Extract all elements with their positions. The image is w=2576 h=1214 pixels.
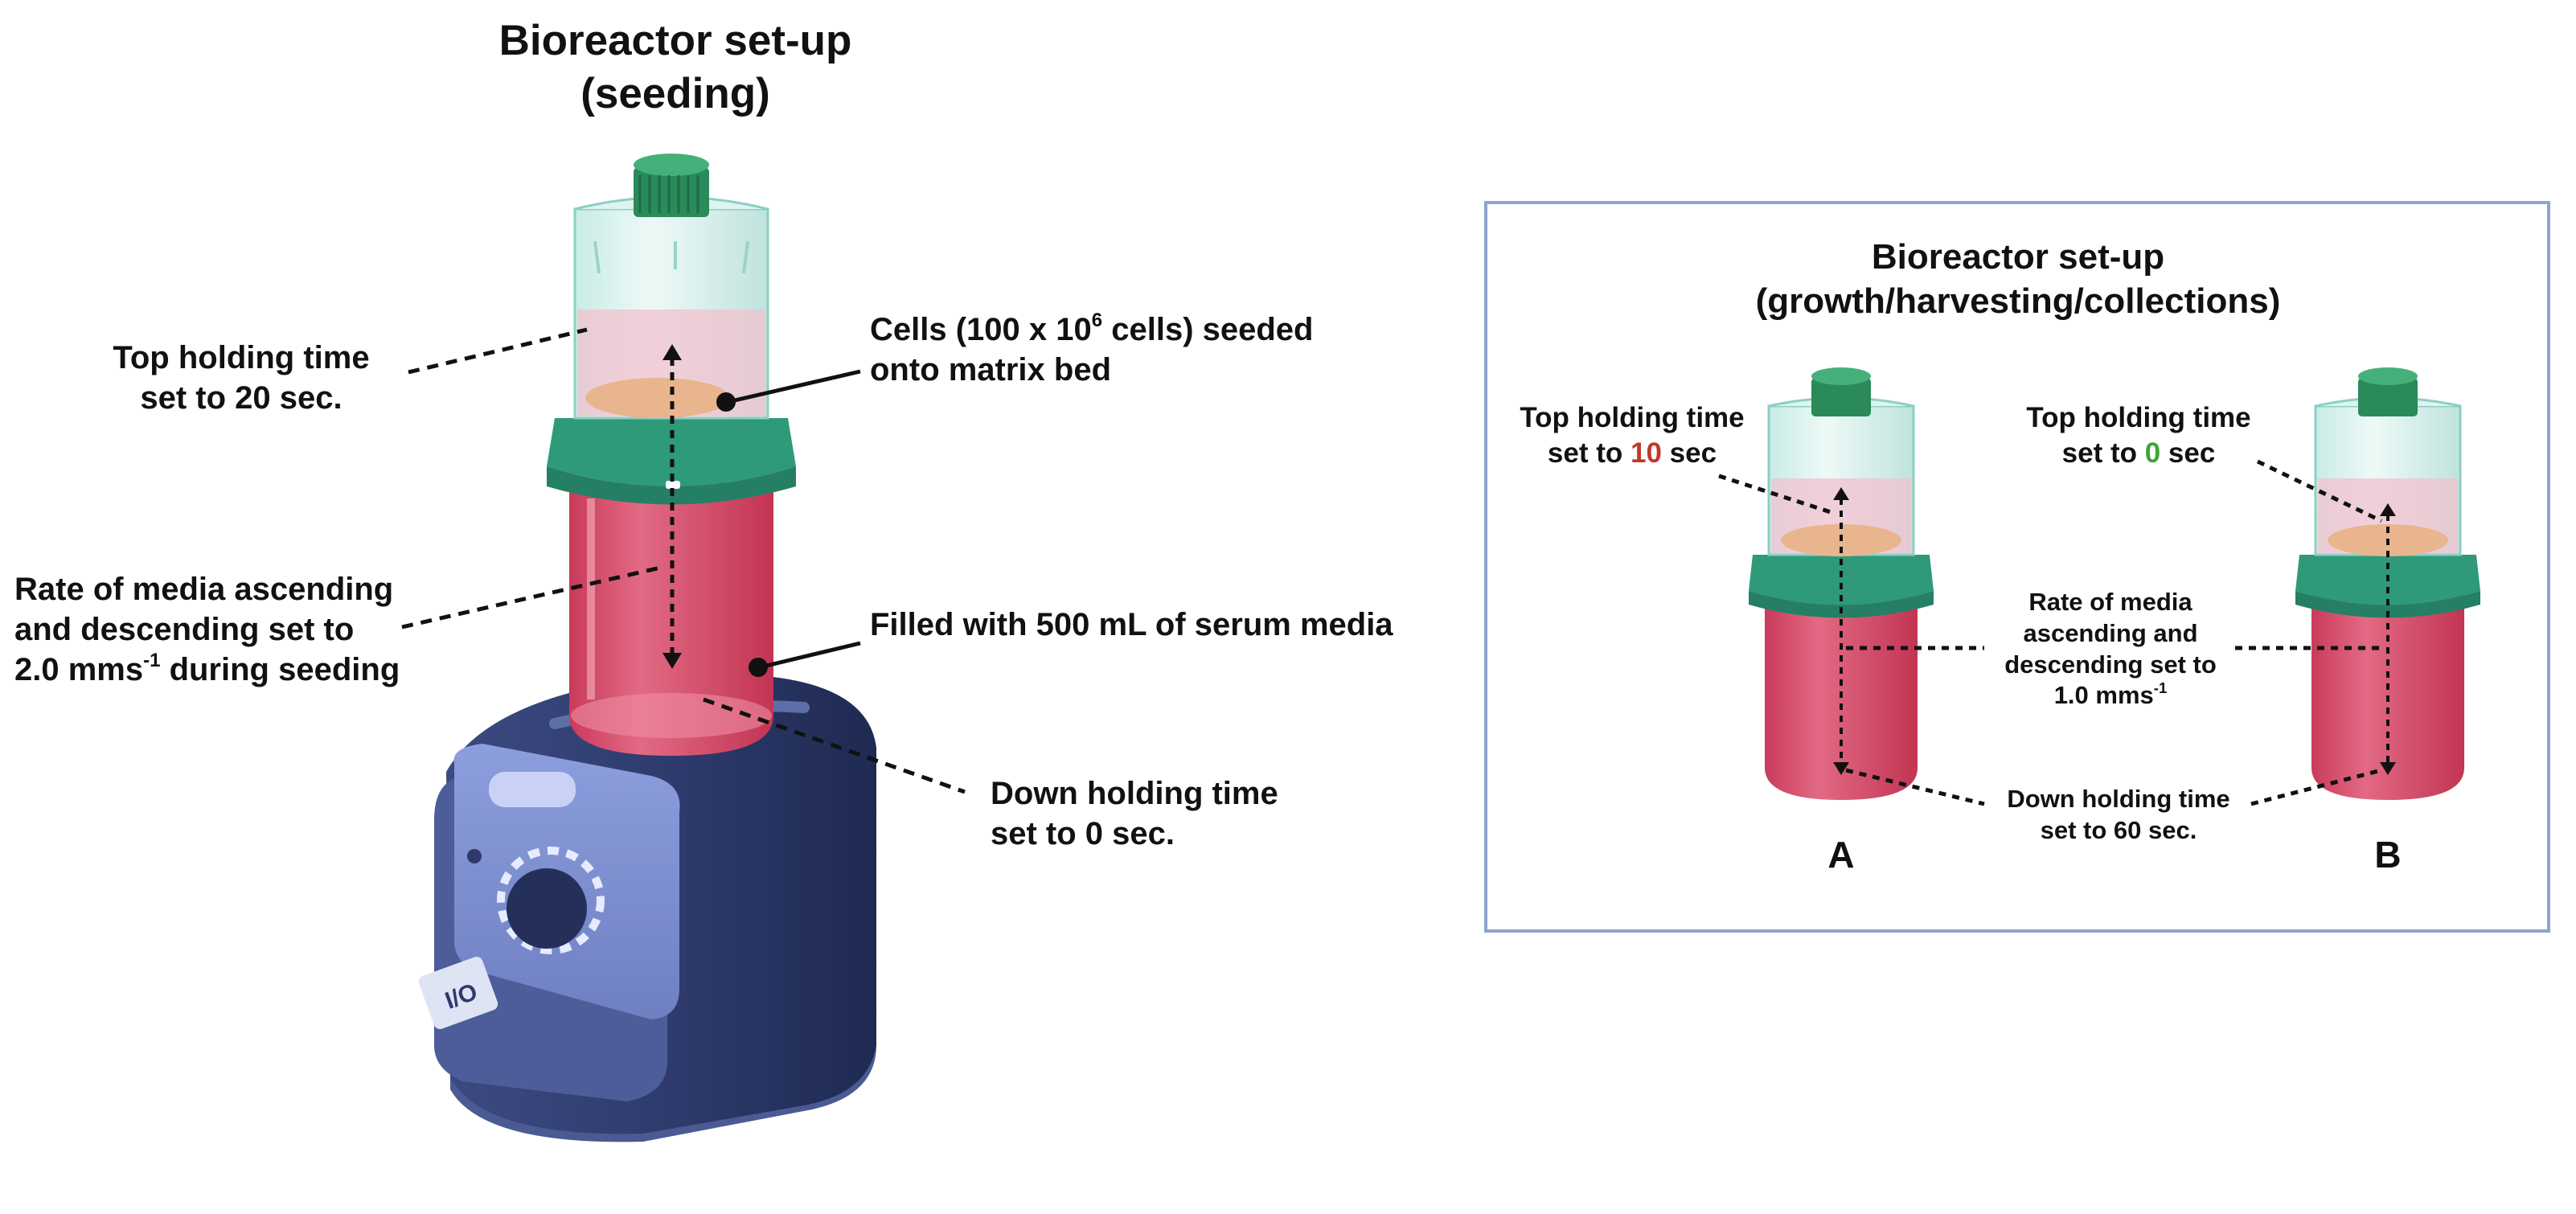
bioreactor-a-illustration [1749,367,1934,800]
b-top-line2: set to 0 sec [2002,436,2275,471]
cells-seeded-label: Cells (100 x 106 cells) seeded onto matr… [870,310,1313,390]
right-rate-line1: Rate of media [2028,588,2192,616]
b-top-line1: Top holding time [2026,402,2251,433]
right-panel-frame [1484,201,2550,933]
down-holding-line2: set to 0 sec. [991,816,1175,851]
right-down-line1: Down holding time [2007,785,2230,813]
cells-suffix: cells) seeded [1102,312,1314,347]
upper-vessel [573,195,769,420]
right-rate-exponent: -1 [2153,679,2168,697]
top-holding-line2: set to 20 sec. [140,380,343,416]
top-holding-line1: Top holding time [113,340,370,375]
right-rate-line3: descending set to [2004,650,2217,679]
matrix-bed [585,378,730,418]
rate-unit-exponent: -1 [143,650,161,672]
speed-dial[interactable] [507,868,587,949]
right-rate-line2: ascending and [2023,618,2198,647]
growth-title: Bioreactor set-up (growth/harvesting/col… [1648,235,2388,323]
cells-count: Cells (100 x 10 [870,312,1092,347]
label-b: B [2374,834,2402,876]
growth-title-line1: Bioreactor set-up [1871,237,2165,277]
right-down-holding-label: Down holding time set to 60 sec. [1986,784,2251,847]
seeding-title-line2: (seeding) [580,70,770,118]
left-leader-lines [401,327,966,794]
right-down-line2: set to 60 sec. [2040,815,2197,844]
indicator-light [467,849,482,863]
right-rate-value: 1.0 mms [2053,681,2154,710]
label-a: A [1827,834,1855,876]
rate-line3: 2.0 mms-1 during seeding [14,650,400,690]
right-leader-lines [1718,459,2383,806]
b-top-prefix: set to [2061,437,2145,469]
growth-title-line2: (growth/harvesting/collections) [1755,281,2281,321]
top-holding-label: Top holding time set to 20 sec. [80,338,402,418]
a-top-suffix: sec [1661,437,1717,469]
vessel-cap [634,154,709,217]
dial-scale [497,847,605,954]
seeding-title-line1: Bioreactor set-up [498,17,852,64]
seeding-bioreactor-illustration: I/O [401,154,966,1142]
right-rate-line4: 1.0 mms-1 [1986,680,2235,712]
a-top-prefix: set to [1547,437,1631,469]
rate-suffix: during seeding [160,652,400,687]
rate-line2: and descending set to [14,612,355,647]
right-rate-label: Rate of media ascending and descending s… [1986,587,2235,712]
b-top-value: 0 [2144,437,2161,469]
media-travel-arrow [662,344,682,669]
a-top-line1: Top holding time [1520,402,1745,433]
filled-media-label: Filled with 500 mL of serum media [870,607,1393,642]
cells-exponent: 6 [1091,310,1103,332]
shaker-base: I/O [417,675,876,1142]
rate-line1: Rate of media ascending [14,572,394,607]
panel-display [489,772,576,807]
down-holding-line1: Down holding time [991,776,1278,811]
rate-value: 2.0 mms [14,652,144,687]
power-switch[interactable] [417,955,500,1031]
down-holding-label: Down holding time set to 0 sec. [991,773,1278,854]
seeding-title: Bioreactor set-up (seeding) [450,14,900,121]
rate-label: Rate of media ascending and descending s… [14,569,400,690]
a-top-line2: set to 10 sec [1495,436,1769,471]
b-top-suffix: sec [2160,437,2216,469]
b-top-holding-label: Top holding time set to 0 sec [2002,400,2275,471]
bioreactor-b-illustration [2295,367,2480,800]
a-top-holding-label: Top holding time set to 10 sec [1495,400,1769,471]
cells-line2: onto matrix bed [870,352,1112,388]
a-top-value: 10 [1631,437,1662,469]
cells-line1: Cells (100 x 106 cells) seeded [870,310,1313,350]
